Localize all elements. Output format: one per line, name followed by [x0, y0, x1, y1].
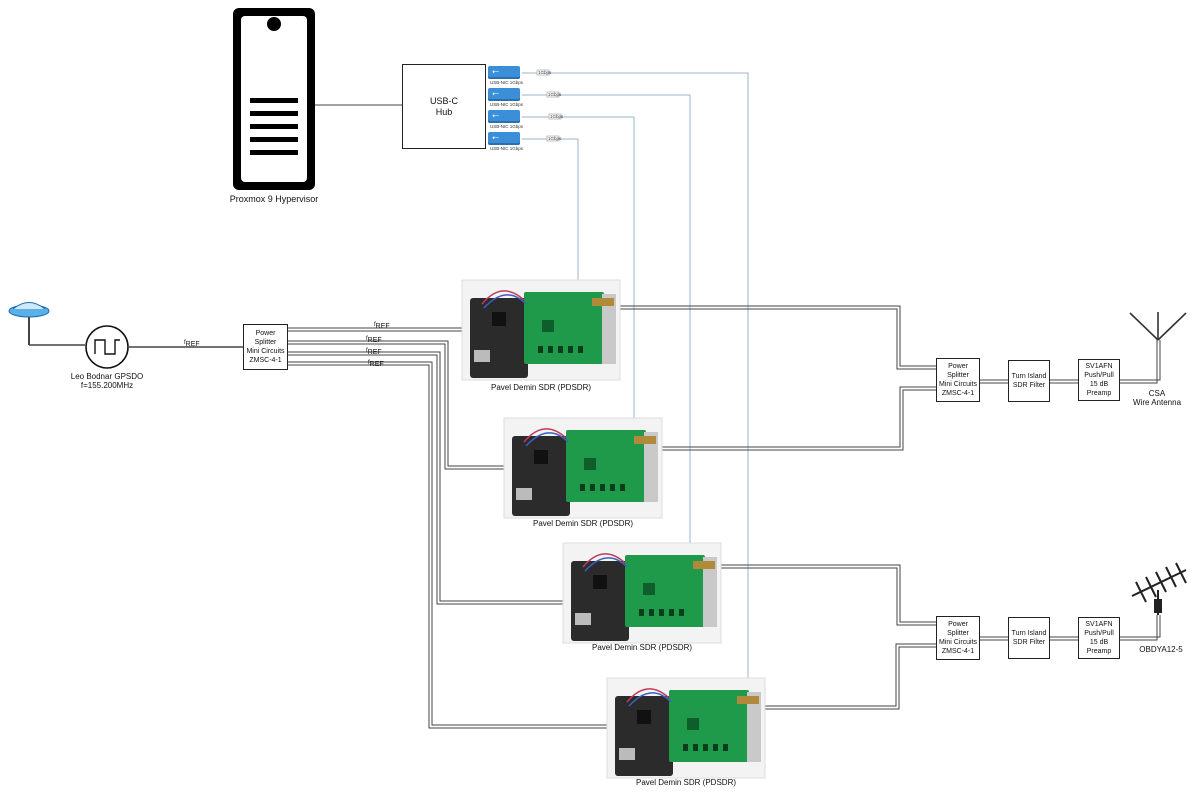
wire-antenna-icon: [1129, 312, 1187, 341]
gpsdo-name: Leo Bodnar GPSDO: [70, 372, 144, 381]
usb-port-caption: USB-NIC 1Gbps: [490, 124, 524, 129]
sdr-label: Pavel Demin SDR (PDSDR): [635, 778, 737, 787]
chain-lines: [980, 340, 1161, 641]
gps-antenna-icon: [8, 302, 50, 345]
usb-port-icon: ⭠: [488, 88, 520, 101]
usb-link-speed: 1Gbps: [548, 92, 562, 97]
usb-port-caption: USB-NIC 1Gbps: [490, 80, 524, 85]
csa-antenna-label: CSA Wire Antenna: [1132, 389, 1182, 408]
top-power-splitter: Power Splitter Mini Circuits ZMSC-4-1: [936, 358, 980, 402]
usb-hub-box: USB-C Hub: [402, 64, 486, 149]
top-preamp-label: SV1AFN Push/Pull 15 dB Preamp: [1084, 363, 1114, 397]
usb-port-icon: ⭠: [488, 132, 520, 145]
yagi-antenna-icon: [1131, 562, 1187, 615]
ref-tag: fREF: [366, 336, 382, 344]
sdr-label: Pavel Demin SDR (PDSDR): [591, 643, 693, 652]
ref-lines: [288, 327, 608, 729]
usb-port-caption: USB-NIC 1Gbps: [490, 146, 524, 151]
gpsdo-frequency: f=155.200MHz: [80, 381, 134, 391]
bottom-sdr-filter: Turn Island SDR Filter: [1008, 617, 1050, 659]
usb-port-icon: ⭠: [488, 110, 520, 123]
bottom-power-splitter: Power Splitter Mini Circuits ZMSC-4-1: [936, 616, 980, 660]
top-sdr-filter: Turn Island SDR Filter: [1008, 360, 1050, 402]
rf-lines: [620, 305, 936, 710]
top-preamp: SV1AFN Push/Pull 15 dB Preamp: [1078, 359, 1120, 401]
sdr-board-image: [461, 279, 621, 381]
ref-power-splitter: Power Splitter Mini Circuits ZMSC-4-1: [243, 324, 288, 370]
gpsdo-icon: [85, 325, 129, 369]
sdr-board-image: [606, 677, 766, 779]
usb-link-speed: 1Gbps: [548, 136, 562, 141]
sdr-boards: [461, 279, 766, 779]
sdr-label: Pavel Demin SDR (PDSDR): [532, 519, 634, 528]
ref-tag: fREF: [184, 340, 200, 348]
ref-tag: fREF: [366, 348, 382, 356]
bottom-preamp: SV1AFN Push/Pull 15 dB Preamp: [1078, 617, 1120, 659]
usb-link-speed: 1Gbps: [550, 114, 564, 119]
top-splitter-label: Power Splitter Mini Circuits ZMSC-4-1: [938, 363, 978, 397]
sdr-label: Pavel Demin SDR (PDSDR): [490, 383, 592, 392]
server-icon: [233, 8, 315, 190]
usb-link-speed: 1Gbps: [538, 70, 552, 75]
server-label: Proxmox 9 Hypervisor: [229, 194, 319, 204]
ref-tag: fREF: [374, 322, 390, 330]
yagi-antenna-label: OBDYA12-5: [1139, 645, 1183, 654]
usb-port-icon: ⭠: [488, 66, 520, 79]
bottom-filter-label: Turn Island SDR Filter: [1011, 630, 1047, 646]
ref-splitter-label: Power Splitter Mini Circuits ZMSC-4-1: [246, 330, 285, 364]
bottom-splitter-label: Power Splitter Mini Circuits ZMSC-4-1: [938, 621, 978, 655]
usb-hub-label: USB-C Hub: [429, 95, 458, 117]
gpsdo-label: Leo Bodnar GPSDO f=155.200MHz: [52, 372, 162, 390]
top-filter-label: Turn Island SDR Filter: [1011, 373, 1047, 389]
usb-port-caption: USB-NIC 1Gbps: [490, 102, 524, 107]
sdr-board-image: [503, 417, 663, 519]
usb-link-markers: [536, 69, 562, 142]
sdr-board-image: [562, 542, 722, 644]
ref-tag: fREF: [368, 360, 384, 368]
bottom-preamp-label: SV1AFN Push/Pull 15 dB Preamp: [1084, 621, 1114, 655]
